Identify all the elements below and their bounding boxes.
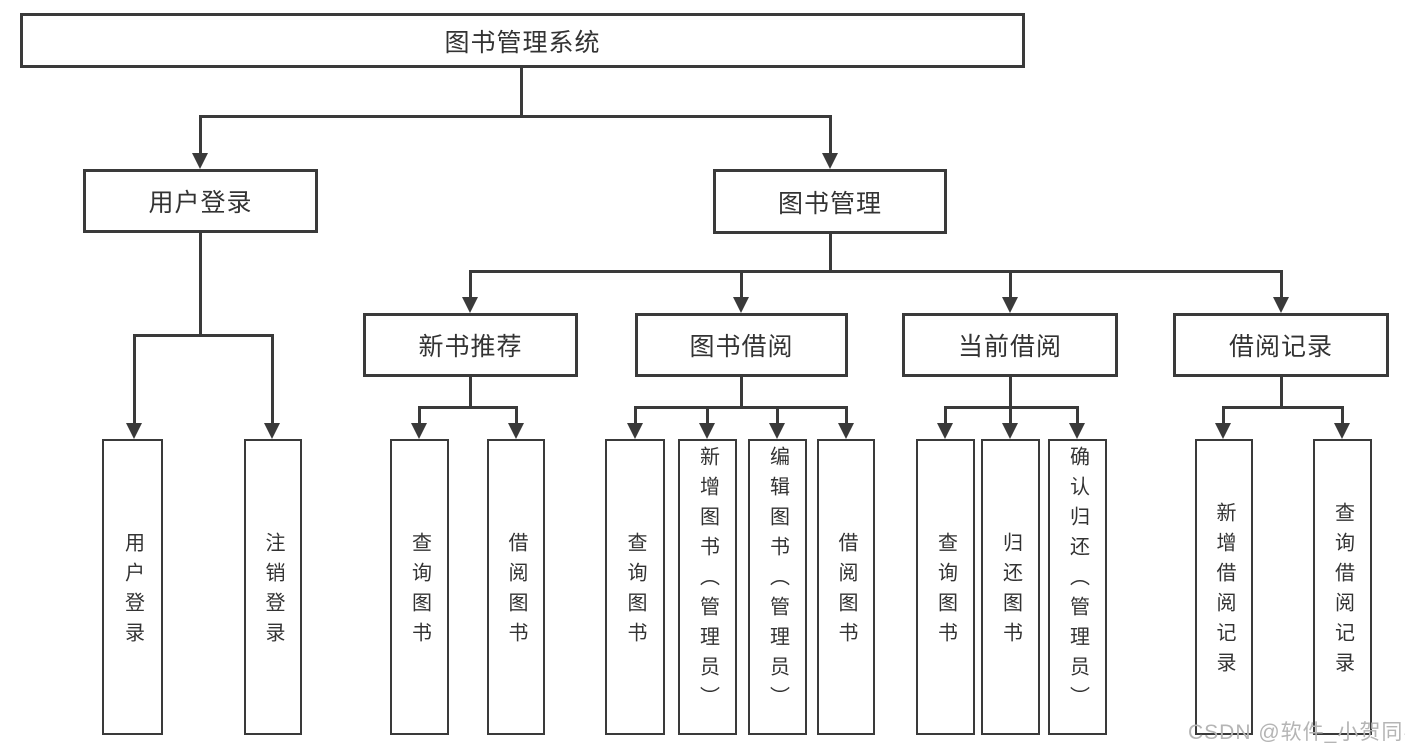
connector-borrowing-records-rail: [1222, 406, 1344, 409]
arrowhead-leaf-query-record: [1334, 423, 1350, 439]
node-root-label: 图书管理系统: [444, 28, 601, 57]
leaf-query-books-3: 查询图书: [916, 439, 975, 735]
connector-drop-leaf-borrow-2: [845, 406, 848, 426]
arrowhead-book-management: [822, 153, 838, 169]
leaf-query-books-1: 查询图书: [390, 439, 449, 735]
leaf-query-books-2-label: 查询图书: [624, 532, 646, 652]
leaf-borrow-books-2-label: 借阅图书: [835, 532, 857, 652]
node-new-book-recommendation-label: 新书推荐: [418, 333, 523, 361]
arrowhead-leaf-edit-books: [769, 423, 785, 439]
connector-borrowing-records-stub: [1280, 377, 1283, 408]
node-user-login: 用户登录: [83, 169, 318, 233]
connector-user-login-rail: [133, 334, 274, 337]
connector-new-book-rec-stub: [469, 377, 472, 408]
node-book-management-label: 图书管理: [777, 189, 882, 218]
connector-drop-leaf-query-record: [1341, 406, 1344, 426]
arrowhead-leaf-add-record: [1215, 423, 1231, 439]
leaf-edit-books-admin: 编辑图书（管理员）: [748, 439, 807, 735]
arrowhead-leaf-return-books: [1002, 423, 1018, 439]
arrowhead-user-login: [192, 153, 208, 169]
leaf-query-books-2: 查询图书: [605, 439, 665, 735]
arrowhead-leaf-user-login: [126, 423, 142, 439]
arrowhead-book-borrowing: [733, 297, 749, 313]
arrowhead-leaf-query-1: [411, 423, 427, 439]
connector-root-stub: [520, 67, 523, 118]
node-current-borrowing: 当前借阅: [902, 313, 1118, 377]
leaf-return-books-label: 归还图书: [999, 532, 1022, 652]
node-book-management: 图书管理: [713, 169, 947, 234]
connector-drop-leaf-query-3: [944, 406, 947, 426]
connector-drop-leaf-query-1: [418, 406, 421, 426]
arrowhead-new-book-rec: [462, 297, 478, 313]
connector-user-login-stub: [199, 233, 202, 337]
leaf-query-borrow-record: 查询借阅记录: [1313, 439, 1372, 735]
arrowhead-current-borrowing: [1002, 297, 1018, 313]
leaf-query-books-1-label: 查询图书: [408, 532, 431, 652]
leaf-add-borrow-record: 新增借阅记录: [1195, 439, 1253, 735]
connector-book-management-stub: [829, 234, 832, 273]
arrowhead-leaf-logout: [264, 423, 280, 439]
csdn-watermark: CSDN @软件_小贺同学: [1188, 721, 1405, 744]
arrowhead-borrowing-records: [1273, 297, 1289, 313]
connector-drop-leaf-borrow-1: [515, 406, 518, 426]
connector-drop-leaf-edit-books: [776, 406, 779, 426]
node-new-book-recommendation: 新书推荐: [363, 313, 578, 377]
leaf-return-books: 归还图书: [981, 439, 1040, 735]
connector-drop-user-login: [199, 115, 202, 155]
node-current-borrowing-label: 当前借阅: [957, 333, 1062, 361]
leaf-logout-login: 注销登录: [244, 439, 302, 735]
connector-drop-current-borrowing: [1009, 270, 1012, 300]
node-user-login-label: 用户登录: [148, 189, 253, 217]
node-book-borrowing-label: 图书借阅: [689, 333, 794, 361]
leaf-add-books-admin-label: 新增图书（管理员）: [696, 446, 719, 716]
leaf-add-borrow-record-label: 新增借阅记录: [1213, 502, 1235, 682]
leaf-logout-login-label: 注销登录: [262, 532, 284, 652]
connector-drop-book-management: [829, 115, 832, 155]
connector-book-management-rail: [469, 270, 1283, 273]
node-borrowing-records-label: 借阅记录: [1228, 333, 1333, 361]
arrowhead-leaf-query-3: [937, 423, 953, 439]
arrowhead-leaf-borrow-1: [508, 423, 524, 439]
arrowhead-leaf-borrow-2: [838, 423, 854, 439]
arrowhead-leaf-confirm-return: [1069, 423, 1085, 439]
connector-current-borrowing-stub: [1009, 377, 1012, 408]
connector-drop-leaf-return-books: [1009, 406, 1012, 426]
arrowhead-leaf-add-books: [699, 423, 715, 439]
leaf-borrow-books-1: 借阅图书: [487, 439, 545, 735]
leaf-borrow-books-2: 借阅图书: [817, 439, 875, 735]
leaf-user-login: 用户登录: [102, 439, 163, 735]
connector-drop-leaf-confirm-return: [1076, 406, 1079, 426]
leaf-query-borrow-record-label: 查询借阅记录: [1331, 502, 1354, 682]
connector-drop-leaf-query-2: [634, 406, 637, 426]
arrowhead-leaf-query-2: [627, 423, 643, 439]
node-borrowing-records: 借阅记录: [1173, 313, 1389, 377]
leaf-edit-books-admin-label: 编辑图书（管理员）: [766, 446, 789, 716]
node-root: 图书管理系统: [20, 13, 1025, 68]
leaf-query-books-3-label: 查询图书: [934, 532, 957, 652]
connector-book-borrowing-stub: [740, 377, 743, 408]
leaf-confirm-return-admin-label: 确认归还（管理员）: [1066, 446, 1089, 716]
connector-new-book-rec-rail: [418, 406, 518, 409]
connector-drop-borrowing-records: [1280, 270, 1283, 300]
connector-drop-leaf-add-record: [1222, 406, 1225, 426]
leaf-user-login-label: 用户登录: [121, 532, 144, 652]
leaf-borrow-books-1-label: 借阅图书: [505, 532, 527, 652]
connector-drop-leaf-add-books: [706, 406, 709, 426]
connector-drop-leaf-user-login: [133, 334, 136, 426]
connector-drop-leaf-logout: [271, 334, 274, 426]
connector-drop-new-book-rec: [469, 270, 472, 300]
node-book-borrowing: 图书借阅: [635, 313, 848, 377]
connector-book-borrowing-rail: [634, 406, 848, 409]
connector-level1-rail: [199, 115, 832, 118]
leaf-add-books-admin: 新增图书（管理员）: [678, 439, 737, 735]
connector-drop-book-borrowing: [740, 270, 743, 300]
leaf-confirm-return-admin: 确认归还（管理员）: [1048, 439, 1107, 735]
